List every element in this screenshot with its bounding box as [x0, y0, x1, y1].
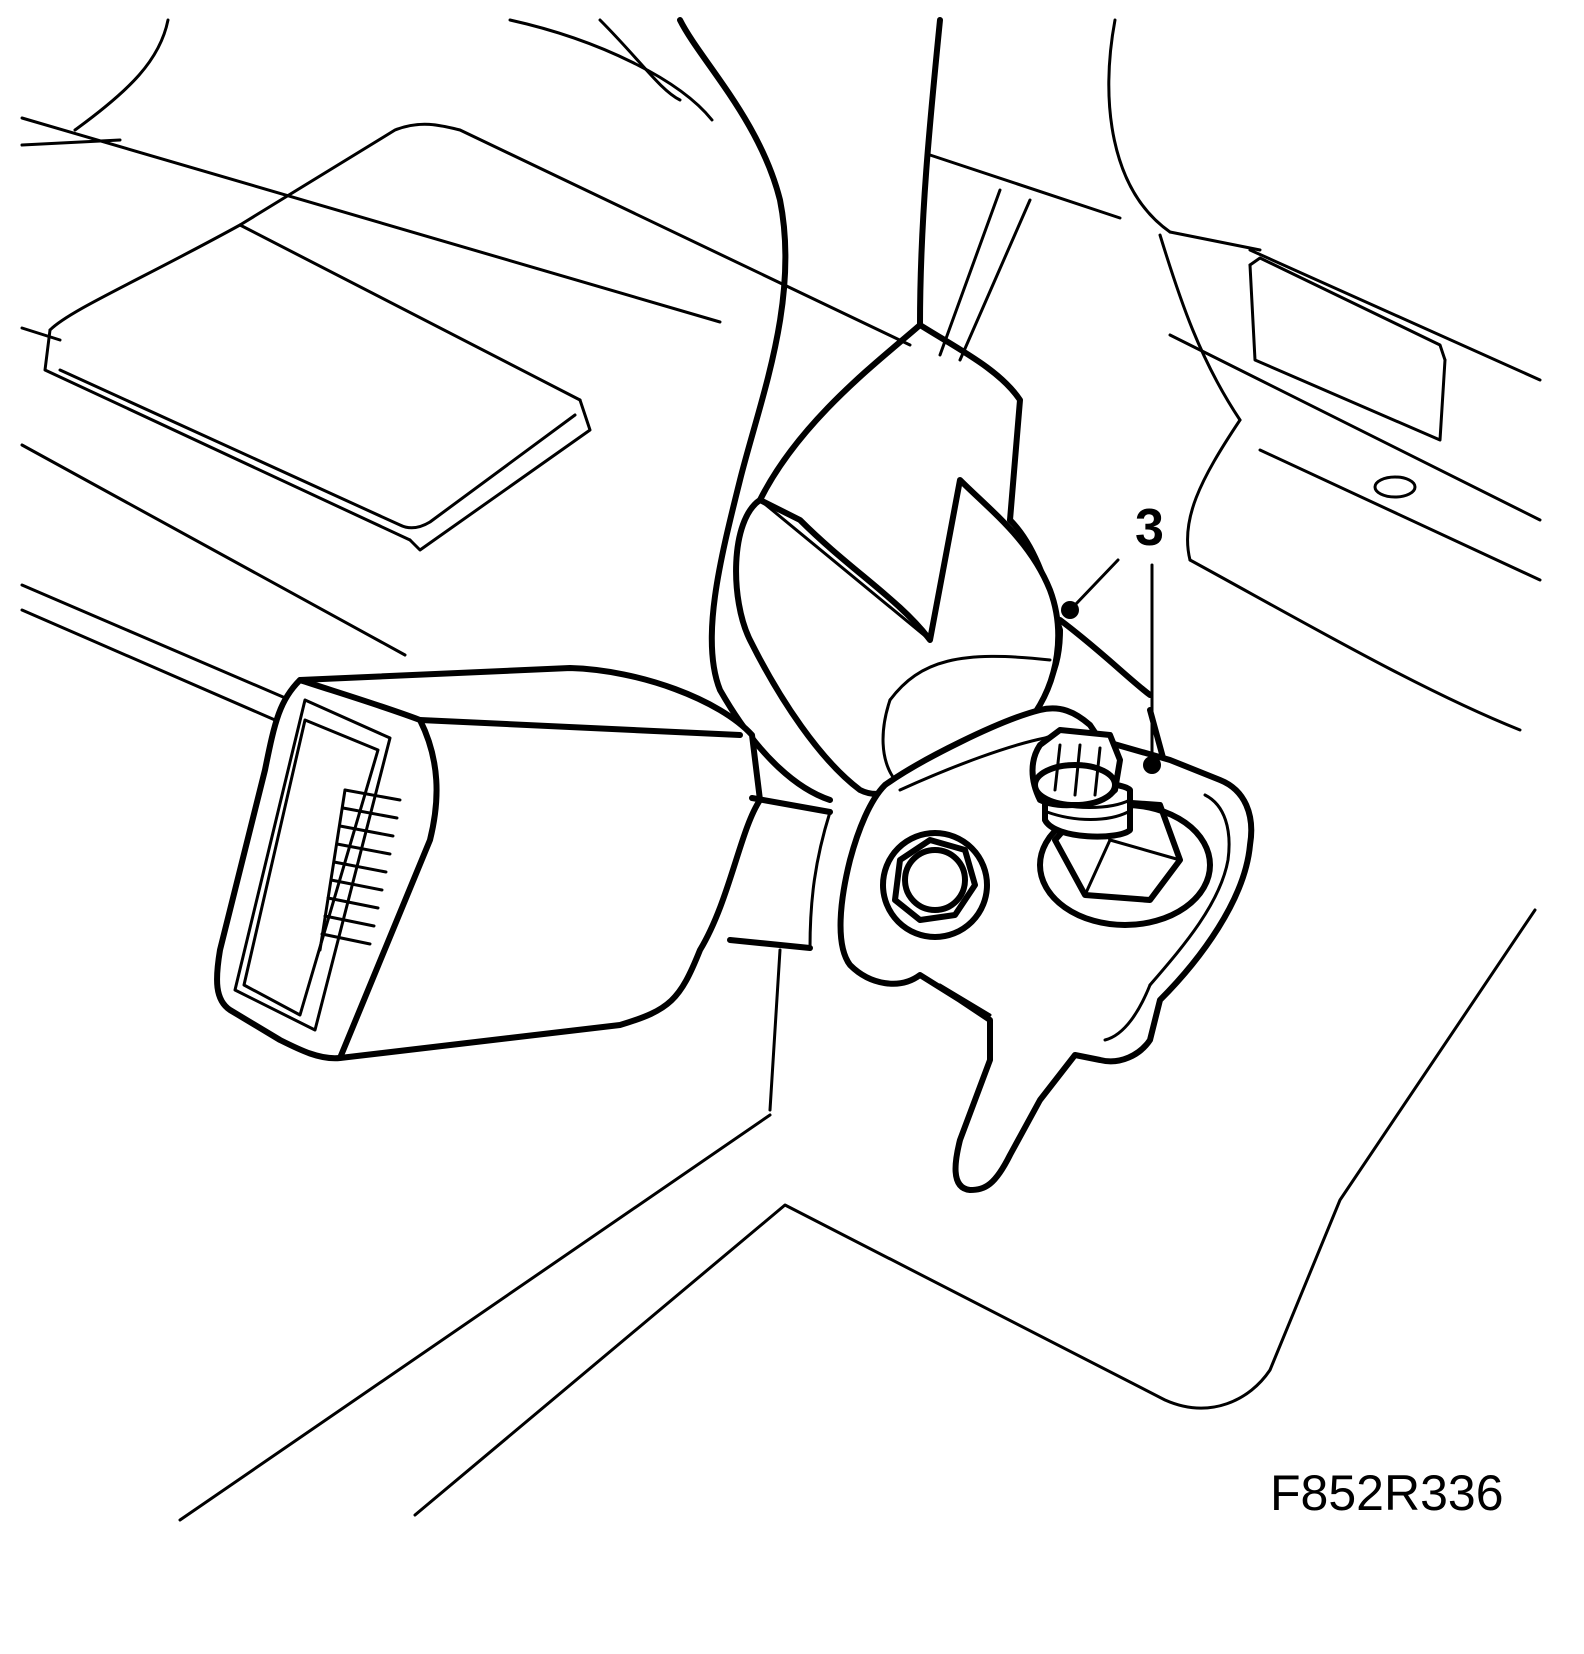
callout-3-dot-a: [1061, 601, 1079, 619]
anchor-nut-left: [880, 830, 990, 940]
floor-panel-lines: [20, 18, 1542, 732]
side-bracket: [1248, 256, 1447, 499]
anchor-bolt: [1029, 727, 1213, 928]
callout-3-leader-a: [1073, 558, 1120, 607]
buckle-housing: [214, 665, 833, 1112]
floor-outline: [178, 908, 1537, 1522]
seat-belt-webbing: [677, 17, 1063, 803]
callout-3-dot-b: [1143, 756, 1161, 774]
figure-code: F852R336: [1270, 1465, 1504, 1521]
seat-cushion: [43, 122, 912, 552]
callout-3: 3: [1061, 499, 1164, 774]
buckle-release-ribs: [318, 788, 402, 952]
callout-3-label: 3: [1135, 499, 1164, 557]
